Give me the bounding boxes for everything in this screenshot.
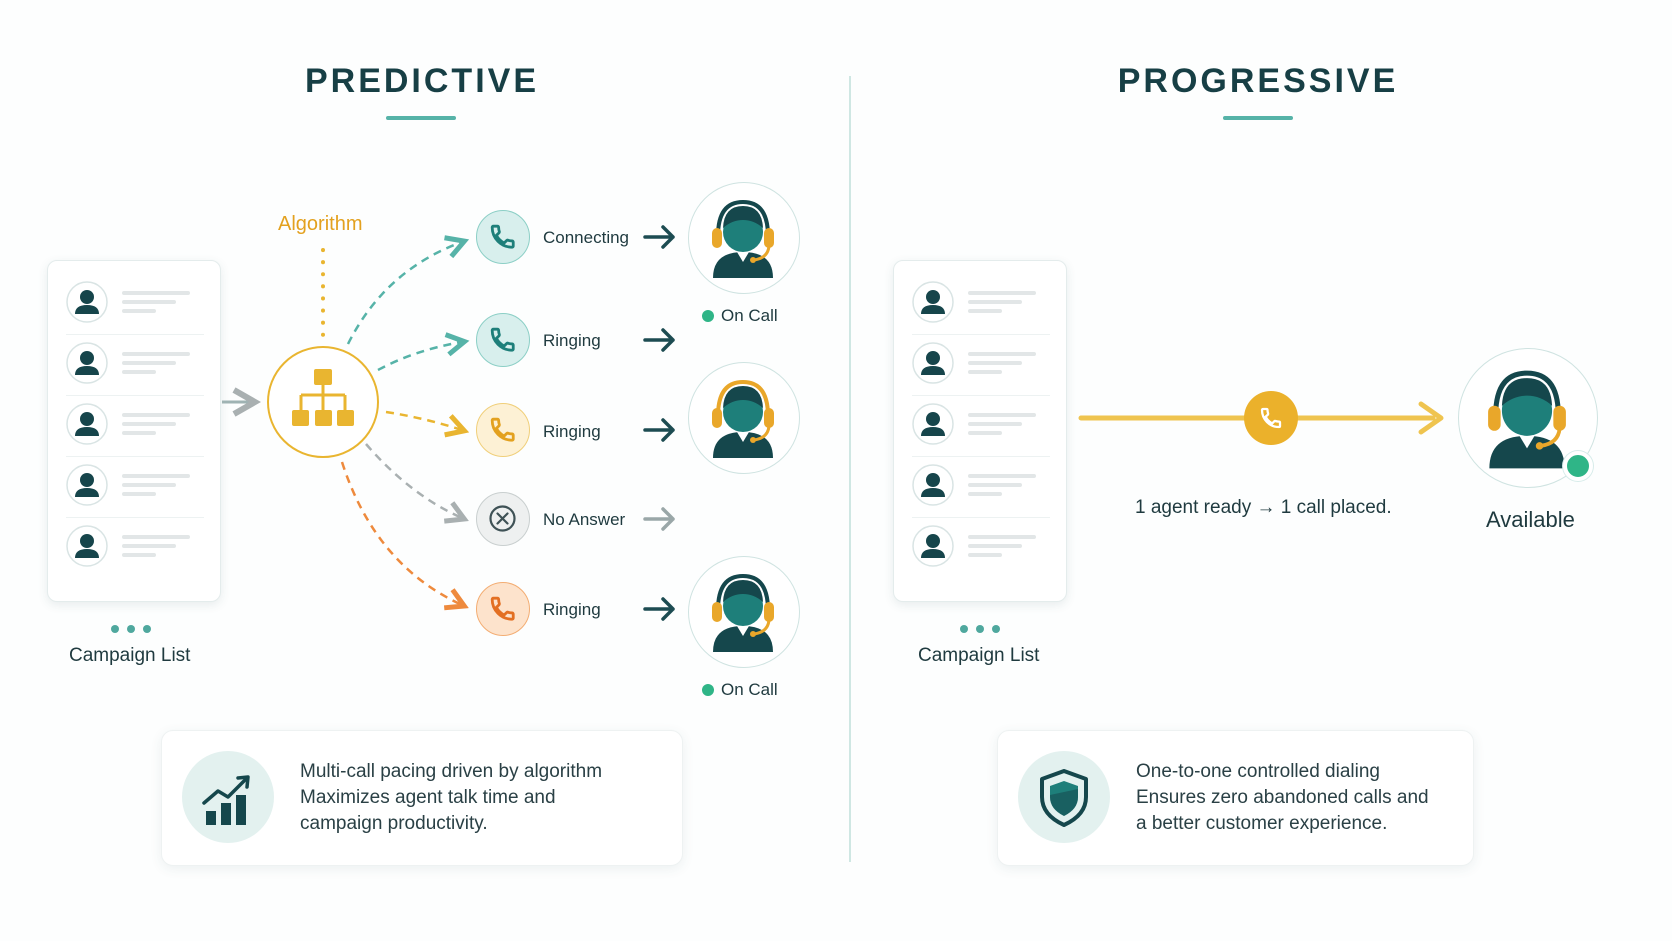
call-status-ringing xyxy=(476,582,530,636)
call-status-ringing xyxy=(476,403,530,457)
contact-avatar-icon xyxy=(66,403,108,445)
campaign-contact-row xyxy=(912,334,1054,392)
campaign-contact-row xyxy=(912,456,1054,514)
phone-icon xyxy=(490,327,515,352)
call-status-label: Ringing xyxy=(543,422,601,441)
campaign-contact-row xyxy=(912,273,1054,331)
phone-icon xyxy=(490,224,515,249)
phone-icon xyxy=(490,596,515,621)
headset-agent-icon xyxy=(712,199,774,278)
call-status-label: No Answer xyxy=(543,510,626,529)
more-dots-icon xyxy=(960,620,1008,638)
progressive-info-box: One-to-one controlled dialing Ensures ze… xyxy=(997,730,1474,866)
branch-arrow xyxy=(340,461,462,605)
info-text: One-to-one controlled dialing Ensures ze… xyxy=(1136,761,1429,834)
agent-avatar xyxy=(688,362,800,474)
status-dot-icon xyxy=(702,310,714,322)
campaign-contact-row xyxy=(66,334,208,392)
branch-arrow xyxy=(385,410,462,430)
growth-chart-icon xyxy=(202,775,250,825)
no-answer-icon xyxy=(489,505,516,532)
progressive-heading-underline xyxy=(1223,116,1293,120)
branch-arrow xyxy=(346,242,462,345)
more-dots-icon xyxy=(111,620,159,638)
call-status-ringing xyxy=(476,313,530,367)
headset-agent-icon xyxy=(712,379,774,458)
contact-avatar-icon xyxy=(66,342,108,384)
contact-avatar-icon xyxy=(912,281,954,323)
progressive-heading: PROGRESSIVE xyxy=(1117,62,1399,100)
campaign-contact-row xyxy=(66,273,208,331)
call-placed-node xyxy=(1244,391,1298,445)
available-status-dot-icon xyxy=(1563,451,1593,481)
campaign-contact-row xyxy=(66,517,208,575)
contact-avatar-icon xyxy=(66,281,108,323)
campaign-contact-row xyxy=(66,456,208,514)
progressive-campaign-label: Campaign List xyxy=(918,645,1040,666)
call-status-no-answer xyxy=(476,492,530,546)
predictive-flow-diagram xyxy=(222,225,675,621)
contact-avatar-icon xyxy=(912,342,954,384)
progressive-flow-caption: 1 agent ready → 1 call placed. xyxy=(1135,497,1392,518)
contact-avatar-icon xyxy=(66,525,108,567)
section-divider xyxy=(849,76,851,862)
predictive-campaign-list-card xyxy=(47,260,221,602)
progressive-campaign-list-card xyxy=(893,260,1067,602)
status-right-arrows xyxy=(643,225,675,621)
contact-avatar-icon xyxy=(912,464,954,506)
call-status-label: Ringing xyxy=(543,331,601,350)
campaign-contact-row xyxy=(912,517,1054,575)
info-text: Multi-call pacing driven by algorithm Ma… xyxy=(300,761,603,834)
branch-arrow xyxy=(365,443,462,518)
available-agent-avatar xyxy=(1458,348,1598,488)
shield-icon xyxy=(1040,769,1088,827)
agent-status-on-call: On Call xyxy=(702,306,778,326)
info-icon-circle xyxy=(1018,751,1110,843)
agent-status-on-call: On Call xyxy=(702,680,778,700)
agent-avatar xyxy=(688,556,800,668)
status-dot-icon xyxy=(702,684,714,696)
predictive-info-box: Multi-call pacing driven by algorithm Ma… xyxy=(161,730,683,866)
contact-avatar-icon xyxy=(912,525,954,567)
contact-avatar-icon xyxy=(66,464,108,506)
contact-avatar-icon xyxy=(912,403,954,445)
call-status-label: Ringing xyxy=(543,600,601,619)
phone-icon xyxy=(1260,407,1282,429)
headset-agent-icon xyxy=(712,573,774,652)
algorithm-label: Algorithm xyxy=(278,213,363,235)
call-status-label: Connecting xyxy=(543,228,630,247)
info-icon-circle xyxy=(182,751,274,843)
predictive-heading-underline xyxy=(386,116,456,120)
agent-status-available: Available xyxy=(1486,507,1575,532)
org-chart-icon xyxy=(292,369,354,426)
headset-agent-icon xyxy=(1488,370,1566,469)
progressive-flow-line xyxy=(1078,391,1444,445)
call-status-connecting xyxy=(476,210,530,264)
campaign-contact-row xyxy=(66,395,208,453)
branch-arrow xyxy=(377,342,462,372)
campaign-contact-row xyxy=(912,395,1054,453)
predictive-heading: PREDICTIVE xyxy=(304,62,540,100)
agent-avatar xyxy=(688,182,800,294)
predictive-campaign-label: Campaign List xyxy=(69,645,191,666)
phone-icon xyxy=(490,417,515,442)
